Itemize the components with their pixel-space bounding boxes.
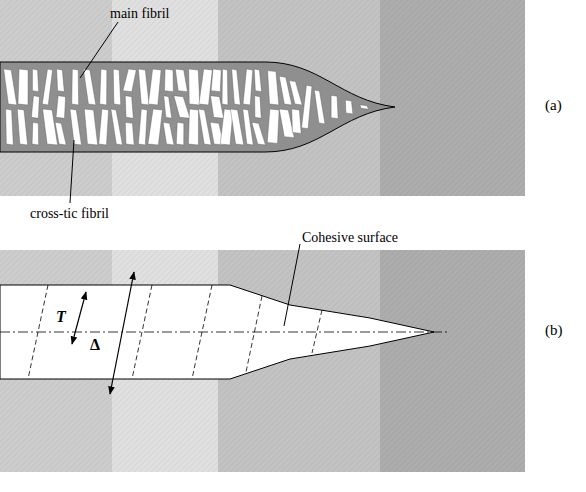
- fibril-void: [252, 122, 266, 145]
- fibril-void: [83, 69, 96, 105]
- fibril-void: [268, 71, 279, 105]
- fibril-void: [148, 109, 163, 145]
- callout-label: cross-tic fibril: [30, 206, 109, 221]
- fibril-void: [289, 81, 302, 105]
- center-line: [0, 332, 448, 333]
- fibril-void: [111, 109, 123, 145]
- fibril-void: [243, 109, 253, 145]
- fibril-void: [123, 69, 136, 92]
- fibril-void: [210, 96, 223, 119]
- fibril-void: [243, 69, 253, 105]
- gradient-band: [0, 0, 525, 196]
- traction-arrow: [72, 292, 86, 344]
- fibril-void: [70, 109, 82, 145]
- fibril-void: [148, 69, 161, 105]
- traction-symbol: T: [56, 308, 66, 325]
- fibril-void: [18, 69, 28, 105]
- fibril-void: [99, 109, 109, 145]
- fibril-voids: [4, 69, 369, 145]
- fibril-void: [211, 69, 221, 92]
- fibril-void: [138, 69, 149, 105]
- fibril-void: [55, 122, 66, 145]
- leader-line: [70, 140, 74, 203]
- fibril-void: [32, 69, 38, 92]
- fibril-void: [164, 96, 172, 119]
- fibril-void: [255, 96, 262, 119]
- panel-label: (a): [545, 97, 562, 113]
- fibril-void: [232, 69, 241, 105]
- fibril-void: [163, 122, 174, 145]
- fibril-void: [267, 109, 279, 143]
- fibril-void: [84, 109, 97, 145]
- fibril-void: [345, 100, 353, 114]
- texture: [0, 0, 525, 196]
- fibril-void: [254, 69, 261, 92]
- fibril-void: [125, 96, 133, 119]
- callout-label: cross-tic fibril: [30, 204, 109, 222]
- fibril-void: [32, 122, 39, 145]
- fibril-void: [302, 85, 312, 128]
- fibril-void: [199, 69, 212, 105]
- fibril-void: [164, 69, 173, 92]
- callout-label: main fibril: [110, 4, 170, 22]
- fibril-void: [292, 109, 301, 133]
- callout-label: Cohesive surface: [302, 230, 398, 245]
- fibril-void: [113, 69, 120, 105]
- fibril-void: [188, 109, 198, 145]
- fibril-void: [176, 122, 184, 145]
- callout-label: Cohesive surface: [302, 228, 398, 246]
- fibril-void: [314, 90, 325, 124]
- fibril-void: [175, 69, 187, 92]
- fibril-void: [100, 69, 107, 105]
- leader-line: [80, 22, 118, 78]
- fibril-void: [72, 69, 79, 105]
- traction-symbol: T: [56, 308, 66, 326]
- fibril-void: [198, 109, 211, 145]
- panel-label: (b): [545, 322, 563, 338]
- fibril-void: [31, 96, 39, 119]
- panel-label: (a): [545, 96, 562, 114]
- fibril-void: [42, 69, 52, 105]
- fibril-void: [57, 69, 65, 92]
- opening-arrow: [110, 272, 134, 394]
- fibril-void: [56, 96, 66, 119]
- fibril-void: [230, 109, 243, 145]
- callout-label: main fibril: [110, 6, 170, 21]
- panel-label: (b): [545, 321, 563, 339]
- fibril-void: [17, 109, 27, 145]
- gradient-band: [0, 250, 525, 472]
- opening-symbol: Δ: [90, 336, 100, 354]
- fibril-void: [360, 105, 369, 110]
- opening-symbol: Δ: [90, 336, 100, 353]
- fibril-void: [125, 122, 134, 145]
- fibril-void: [174, 96, 190, 119]
- leader-line: [284, 244, 300, 326]
- fibril-void: [222, 69, 228, 105]
- fibril-void: [43, 109, 58, 145]
- fibril-void: [189, 69, 200, 105]
- craze-outline: [0, 62, 395, 152]
- texture: [0, 250, 525, 472]
- fibril-void: [138, 109, 147, 145]
- fibril-void: [331, 95, 338, 118]
- fibril-void: [6, 109, 14, 145]
- fibril-void: [4, 69, 17, 105]
